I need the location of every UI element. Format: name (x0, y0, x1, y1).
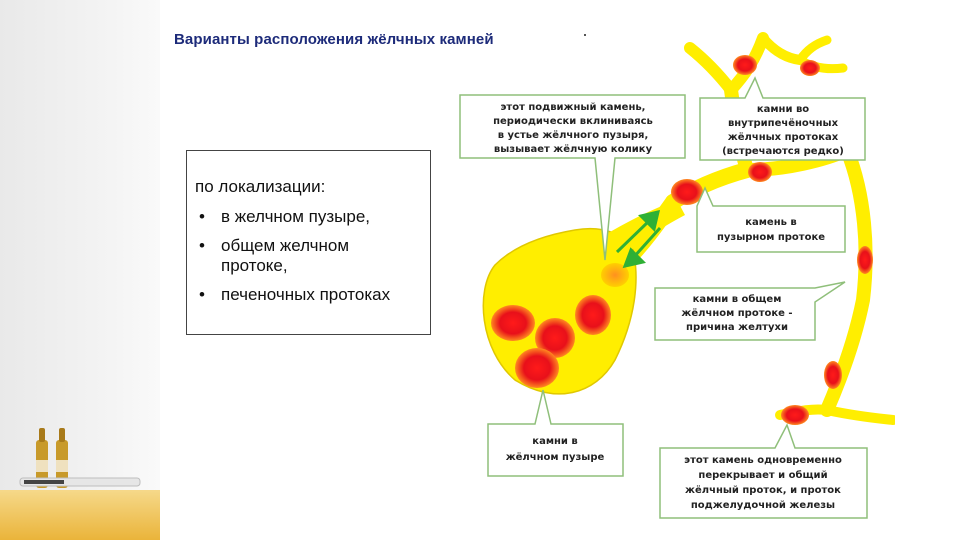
ampoules-syringe-illustration (19, 428, 141, 488)
callout-line: этот подвижный камень, (501, 102, 646, 113)
callout-line: камни в (532, 436, 577, 447)
stone-common-duct (824, 361, 842, 389)
callout-line: перекрывает и общий (698, 469, 827, 481)
sidebar-accent-bar (0, 490, 160, 540)
list-item: • печеночных протоках (195, 285, 420, 305)
callout-line: периодически вклиниваясь (493, 116, 653, 127)
callout-line: поджелудочной железы (691, 500, 835, 511)
list-item-text: общем желчном (221, 236, 350, 255)
bullet: • (199, 285, 205, 304)
syringe-icon (19, 477, 141, 487)
bullet: • (199, 236, 205, 255)
callout-line: жёлчных протоках (728, 131, 839, 143)
stone-gallbladder (491, 305, 535, 341)
callout-line: жёлчном протоке - (681, 307, 792, 319)
list-item: • общем желчном протоке, (195, 236, 420, 276)
movement-arrows (615, 209, 662, 269)
callout-line: камень в (745, 217, 797, 228)
stone-pancreatic-junction (781, 405, 809, 425)
stone-intrahepatic (733, 55, 757, 75)
ampoule-icon (36, 428, 48, 488)
gallbladder-shape (482, 228, 637, 395)
callout-pancreatic: этот камень одновременно перекрывает и о… (659, 423, 868, 519)
slide-sidebar (0, 0, 160, 540)
slide-title: Варианты расположения жёлчных камней (174, 31, 494, 48)
list-item-text: в желчном пузыре, (221, 207, 371, 226)
callout-line: камни во (757, 104, 809, 115)
list-item-text: протоке, (221, 256, 288, 275)
callout-line: пузырном протоке (717, 232, 825, 243)
ampoule-icon (56, 428, 68, 488)
localization-list: • в желчном пузыре, • общем желчном прот… (195, 207, 420, 305)
callout-line: жёлчном пузыре (506, 451, 605, 463)
callout-line: внутрипечёночных (728, 117, 839, 129)
gallstone-diagram: этот подвижный камень, периодически вкли… (459, 32, 895, 519)
callout-gallbladder: камни в жёлчном пузыре (487, 389, 624, 477)
callout-line: этот камень одновременно (684, 455, 842, 466)
list-lead: по локализации: (195, 177, 326, 196)
stone-common-duct (857, 246, 873, 274)
callout-intrahepatic: камни во внутрипечёночных жёлчных проток… (699, 76, 866, 161)
stone-hepatic-junction (748, 162, 772, 182)
callout-line: в устье жёлчного пузыря, (498, 129, 649, 141)
list-item: • в желчном пузыре, (195, 207, 420, 227)
stone-gallbladder (515, 348, 559, 388)
stone-gallbladder (575, 295, 611, 335)
localization-text-box: по локализации: • в желчном пузыре, • об… (186, 150, 431, 335)
callout-mobile-stone: этот подвижный камень, периодически вкли… (459, 94, 686, 261)
callout-line: жёлчный проток, и проток (685, 484, 841, 496)
stone-mobile (601, 263, 629, 287)
callout-line: (встречаются редко) (722, 146, 844, 157)
callout-line: причина желтухи (686, 322, 788, 333)
list-item-text: печеночных протоках (221, 285, 391, 304)
stone-intrahepatic (800, 60, 820, 76)
stone-gallbladder (535, 318, 575, 358)
stray-dot (584, 34, 586, 36)
callout-cystic-duct: камень в пузырном протоке (696, 186, 846, 253)
callout-line: вызывает жёлчную колику (494, 143, 653, 155)
stone-cystic-duct (671, 179, 703, 205)
bullet: • (199, 207, 205, 226)
callout-common-duct: камни в общем жёлчном протоке - причина … (654, 281, 846, 341)
callout-line: камни в общем (693, 293, 782, 305)
